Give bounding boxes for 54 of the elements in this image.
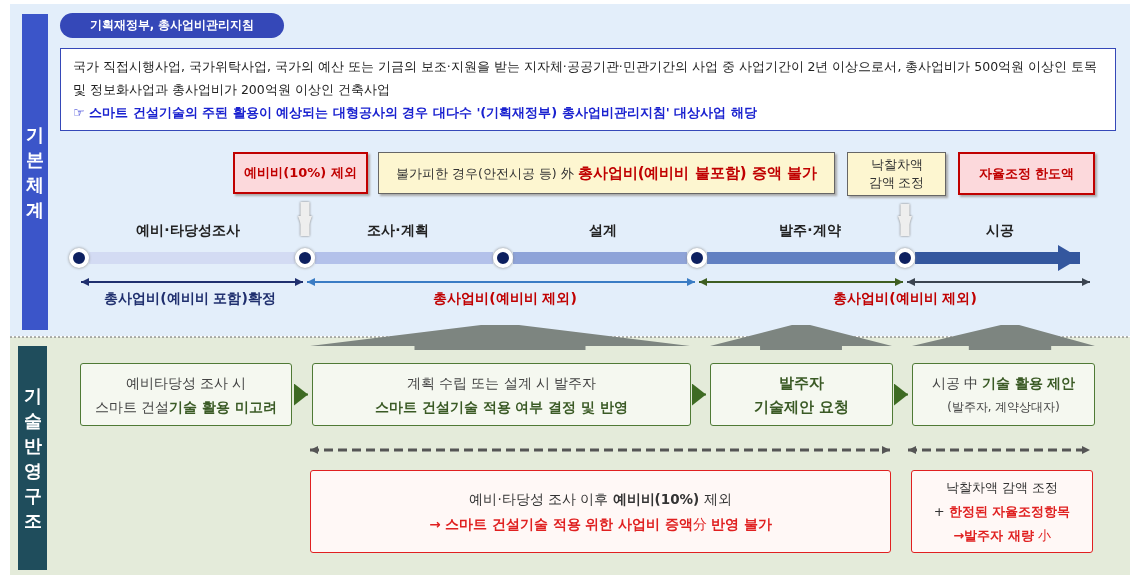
label: 예비비(10%) 제외 [244, 164, 357, 182]
section-title: 기술반영 구조 [22, 384, 43, 533]
label: 불가피한 경우(안전시공 등) 外 총사업비(예비비 불포함) 증액 불가 [395, 163, 817, 183]
constraint-box [911, 470, 1093, 553]
label: 스마트 건설기술 적용 여부 결정 및 반영 [375, 397, 628, 417]
constraint-box [310, 470, 891, 553]
label: 계획 수립 또는 설계 시 발주자 [406, 373, 597, 393]
span-arrow [698, 278, 904, 286]
section-label [22, 14, 48, 330]
label: →발주자 재량 小 [953, 526, 1051, 545]
span-label: 총사업비(예비비 제외) [433, 290, 577, 308]
span-label: 총사업비(예비비 제외) [833, 290, 977, 308]
label: 예비·타당성 조사 이후 예비비(10%) 제외 [469, 489, 732, 509]
label: → 스마트 건설기술 적용 위한 사업비 증액分 반영 불가 [429, 514, 772, 534]
section-title: 기본체계 [25, 123, 45, 222]
label: 낙찰차액 감액 조정 [867, 156, 926, 192]
span-arrow [906, 278, 1091, 286]
description-text: 국가 직접시행사업, 국가위탁사업, 국가의 예산 또는 기금의 보조·지원을 받는 지자체·공공기관·민관기간의 사업 중 사업기간이 2년 이상으로서, 총사업비가 500억원 이상인 토목 및 정보화사업과 총사업비가 200억원 이상인 건축사업 [73, 58, 1099, 99]
down-arrow [898, 204, 912, 236]
label: 자율조정 한도액 [978, 164, 1075, 183]
source-title: 기획재정부, 총사업비관리지침 [89, 18, 255, 33]
down-arrow [298, 202, 312, 236]
label: 스마트 건설기술 활용 미고려 [95, 397, 277, 417]
section-label [18, 346, 47, 570]
label: 발주자 기술제안 요청 [752, 372, 851, 418]
span-label: 총사업비(예비비 포함)확정 [104, 290, 276, 308]
timeline-bar [89, 252, 295, 264]
label: (발주자, 계약상대자) [947, 398, 1060, 416]
process-box [710, 363, 893, 426]
note-box [378, 152, 835, 194]
phase-label: 조사·계획 [367, 222, 429, 240]
label: + 한정된 자율조정항목 [933, 502, 1071, 521]
note-box [847, 152, 946, 196]
span-arrow [306, 278, 696, 286]
note-box [958, 152, 1095, 195]
phase-label: 예비·타당성조사 [136, 222, 240, 240]
description-box [60, 48, 1116, 131]
phase-label: 발주·계약 [779, 222, 841, 240]
process-box [312, 363, 691, 426]
span-arrow [80, 278, 304, 286]
source-tab [60, 13, 284, 38]
phase-label: 시공 [986, 222, 1014, 240]
timeline-bar [707, 252, 895, 264]
timeline-bar [513, 252, 687, 264]
label: 낙찰차액 감액 조정 [945, 478, 1059, 497]
description-text: ☞ 스마트 건설기술의 주된 활용이 예상되는 대형공사의 경우 대다수 '(기획재정부) 총사업비관리지침' 대상사업 해당 [73, 104, 757, 122]
phase-label: 설계 [589, 222, 617, 240]
timeline-bar [315, 252, 493, 264]
process-box [80, 363, 292, 426]
label: 예비타당성 조사 시 [125, 373, 247, 393]
timeline-arrow [915, 247, 1080, 269]
process-box [912, 363, 1095, 426]
label: 시공 中 기술 활용 제안 [931, 373, 1076, 393]
note-box [233, 152, 368, 194]
